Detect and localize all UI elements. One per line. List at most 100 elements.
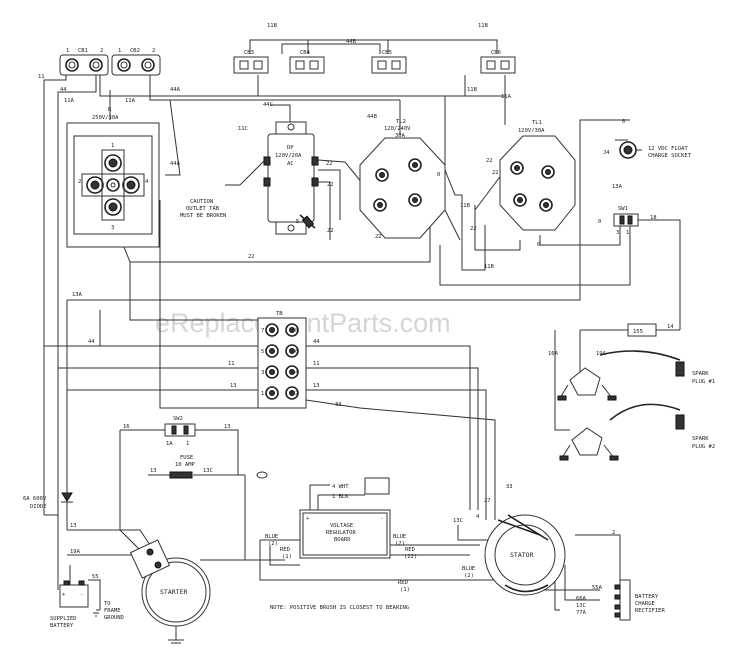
ground-label-2: FRAME <box>104 608 121 614</box>
svg-text:11A: 11A <box>125 98 136 104</box>
rectifier-pin-77a: 77A <box>576 610 587 616</box>
receptacle-tl1: TL1 120V/30A <box>499 120 576 231</box>
caution-line-3: MUST BE BROKEN <box>180 213 226 219</box>
svg-text:0: 0 <box>598 219 601 225</box>
svg-text:19A: 19A <box>596 351 607 357</box>
fuse-label-2: 10 AMP <box>175 462 196 468</box>
breaker-cb2: CB2 1 2 <box>111 48 161 76</box>
receptacle-dp: DP 120V/20A AC 5 <box>263 121 319 235</box>
svg-text:-: - <box>80 592 83 598</box>
coil-2 <box>559 427 619 461</box>
svg-text:(1): (1) <box>282 554 292 560</box>
battery: + - SUPPLIED BATTERY TO FRAME GROUND <box>50 580 124 629</box>
tb-screw-1 <box>265 386 279 400</box>
cb1-label: CB1 <box>78 48 88 54</box>
svg-text:(2): (2) <box>464 573 474 579</box>
cb3-label: CB3 <box>244 50 254 56</box>
svg-text:13A: 13A <box>612 184 623 190</box>
svg-text:44A: 44A <box>170 87 181 93</box>
rectifier-pin-66a: 66A <box>576 596 587 602</box>
cb1-pin1: 1 <box>66 48 69 54</box>
svg-text:22: 22 <box>492 170 499 176</box>
svg-text:+: + <box>306 516 310 522</box>
charge-socket-j4: J4 12 VDC FLOAT CHARGE SOCKET <box>603 139 692 159</box>
tb-screw-6 <box>285 344 299 358</box>
svg-text:44: 44 <box>88 339 95 345</box>
cb2-pin2: 2 <box>152 48 155 54</box>
regulator-wht: 4 WHT <box>332 484 349 490</box>
tl1-ref: TL1 <box>532 120 542 126</box>
svg-text:0: 0 <box>537 242 540 248</box>
receptacle-r-ref: R <box>108 107 112 113</box>
svg-text:+: + <box>62 592 66 598</box>
svg-text:13: 13 <box>224 424 231 430</box>
tb-ref: TB <box>276 311 283 317</box>
r-pin-4: 4 <box>145 179 149 185</box>
spark-plug-2-line-1: SPARK <box>692 436 709 442</box>
svg-text:BLUE: BLUE <box>265 534 278 540</box>
ground-label-3: GROUND <box>104 615 124 621</box>
diode: 6A 600V DIODE <box>23 492 73 510</box>
rectifier-pin-55a: 55A <box>592 585 603 591</box>
tl2-rating-1: 120/240V <box>384 126 411 132</box>
breaker-cb4: CB4 <box>289 50 325 74</box>
svg-text:13C: 13C <box>453 518 463 524</box>
battery-label-1: SUPPLIED <box>50 616 77 622</box>
svg-text:RED: RED <box>280 547 290 553</box>
svg-text:18: 18 <box>650 215 657 221</box>
tb-screw-head-3 <box>269 369 275 375</box>
svg-text:0: 0 <box>622 119 625 125</box>
sw2-pin-1: 1 <box>186 441 189 447</box>
tb-pin-label-2: 2 <box>295 391 298 397</box>
cb4-label: CB4 <box>300 50 311 56</box>
tb-pin-label-4: 4 <box>295 370 299 376</box>
svg-text:11B: 11B <box>484 264 495 270</box>
svg-text:4: 4 <box>476 514 480 520</box>
tl2-ref: TL2 <box>396 119 406 125</box>
svg-text:22: 22 <box>327 182 334 188</box>
svg-text:33: 33 <box>335 402 342 408</box>
fuse-label-1: FUSE <box>180 455 193 461</box>
spark-plug-2-line-2: PLUG #2 <box>692 444 715 450</box>
svg-text:11B: 11B <box>478 23 489 29</box>
sw1-ref: SW1 <box>618 206 628 212</box>
spark-plug-1-line-2: PLUG #1 <box>692 379 715 385</box>
fuse: FUSE 10 AMP <box>169 455 196 479</box>
cb2-label: CB2 <box>130 48 140 54</box>
battery-label-2: BATTERY <box>50 623 74 629</box>
wire-connector <box>256 471 268 479</box>
svg-text:11: 11 <box>313 361 320 367</box>
sw2-pin-1a: 1A <box>166 441 173 447</box>
tb-pin-label-8: 8 <box>295 328 298 334</box>
stator: STATOR <box>484 514 566 596</box>
ground-label-1: TO <box>104 601 111 607</box>
receptacle-tl2: TL2 120/240V 30A <box>359 119 446 239</box>
svg-text:13: 13 <box>313 383 320 389</box>
r-pin-3: 3 <box>111 225 114 231</box>
sw2-ref: SW2 <box>173 416 183 422</box>
svg-text:11B: 11B <box>267 23 278 29</box>
svg-text:11: 11 <box>228 361 235 367</box>
svg-text:22: 22 <box>470 226 477 232</box>
connector-155: 155 <box>633 329 643 335</box>
diode-label-2: DIODE <box>30 504 47 510</box>
svg-text:13: 13 <box>70 523 77 529</box>
svg-text:22: 22 <box>248 254 255 260</box>
tb-pin-label-1: 1 <box>261 391 264 397</box>
svg-text:0: 0 <box>437 172 440 178</box>
breaker-cb5: CB5 <box>371 50 407 74</box>
tb-screw-head-8 <box>289 327 295 333</box>
tb-screw-head-1 <box>269 390 275 396</box>
receptacle-r-rating: 250V/30A <box>92 115 119 121</box>
svg-text:RED: RED <box>405 547 415 553</box>
tb-pin-label-7: 7 <box>261 328 264 334</box>
coil-1 <box>557 367 617 401</box>
starter-label: STARTER <box>160 588 187 596</box>
rectifier-label-3: RECTIFIER <box>635 608 665 614</box>
rectifier-label-2: CHARGE <box>635 601 655 607</box>
j4-label-2: CHARGE SOCKET <box>648 153 692 159</box>
r-pin-2: 2 <box>78 179 81 185</box>
svg-text:22: 22 <box>327 228 334 234</box>
svg-text:55: 55 <box>92 574 99 580</box>
